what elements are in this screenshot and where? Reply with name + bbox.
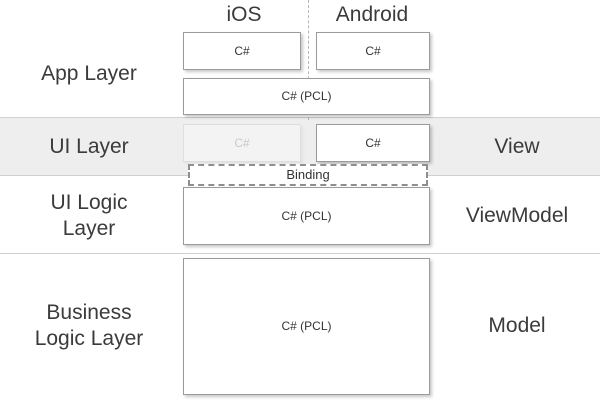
code-box-app-android-label: C# [365, 43, 381, 58]
code-box-business-shared-pcl-label: C# (PCL) [281, 319, 332, 333]
code-box-business-shared-pcl[interactable]: C# (PCL) [183, 258, 430, 395]
binding-box[interactable]: Binding [188, 164, 428, 186]
code-box-ui-logic-shared-pcl-label: C# (PCL) [281, 208, 332, 223]
code-box-app-ios-label: C# [234, 43, 250, 58]
layer-name-business-line1: Business [46, 301, 132, 324]
layer-name-ui-logic: UI Logic Layer [0, 190, 178, 242]
code-box-app-shared-pcl-label: C# (PCL) [281, 89, 332, 103]
pattern-name-view: View [494, 135, 540, 158]
code-box-ui-ios-disabled[interactable]: C# [183, 124, 301, 162]
layer-name-ui: UI Layer [49, 135, 129, 158]
layer-name-app: App Layer [41, 62, 137, 85]
pattern-name-model: Model [488, 314, 546, 337]
platform-title-android: Android [335, 3, 409, 26]
platform-title-ios: iOS [226, 3, 262, 26]
code-box-ui-logic-shared-pcl[interactable]: C# (PCL) [183, 187, 430, 245]
pattern-name-viewmodel: ViewModel [465, 204, 569, 227]
divider-uilogic-business [0, 253, 600, 254]
code-box-ui-ios-label: C# [234, 135, 250, 150]
platform-divider-dashed-line [308, 0, 309, 120]
layer-name-ui-logic-line1: UI Logic [50, 191, 128, 214]
layer-name-business-line2: Logic Layer [34, 327, 144, 350]
code-box-app-shared-pcl[interactable]: C# (PCL) [183, 78, 430, 115]
layer-name-business: Business Logic Layer [0, 300, 178, 352]
code-box-app-ios[interactable]: C# [183, 32, 301, 70]
divider-app-ui [0, 117, 600, 118]
binding-box-label: Binding [282, 167, 334, 183]
layer-name-ui-logic-line2: Layer [62, 217, 116, 240]
code-box-ui-android-label: C# [365, 135, 381, 150]
code-box-app-android[interactable]: C# [316, 32, 430, 70]
code-box-ui-android[interactable]: C# [316, 124, 430, 162]
